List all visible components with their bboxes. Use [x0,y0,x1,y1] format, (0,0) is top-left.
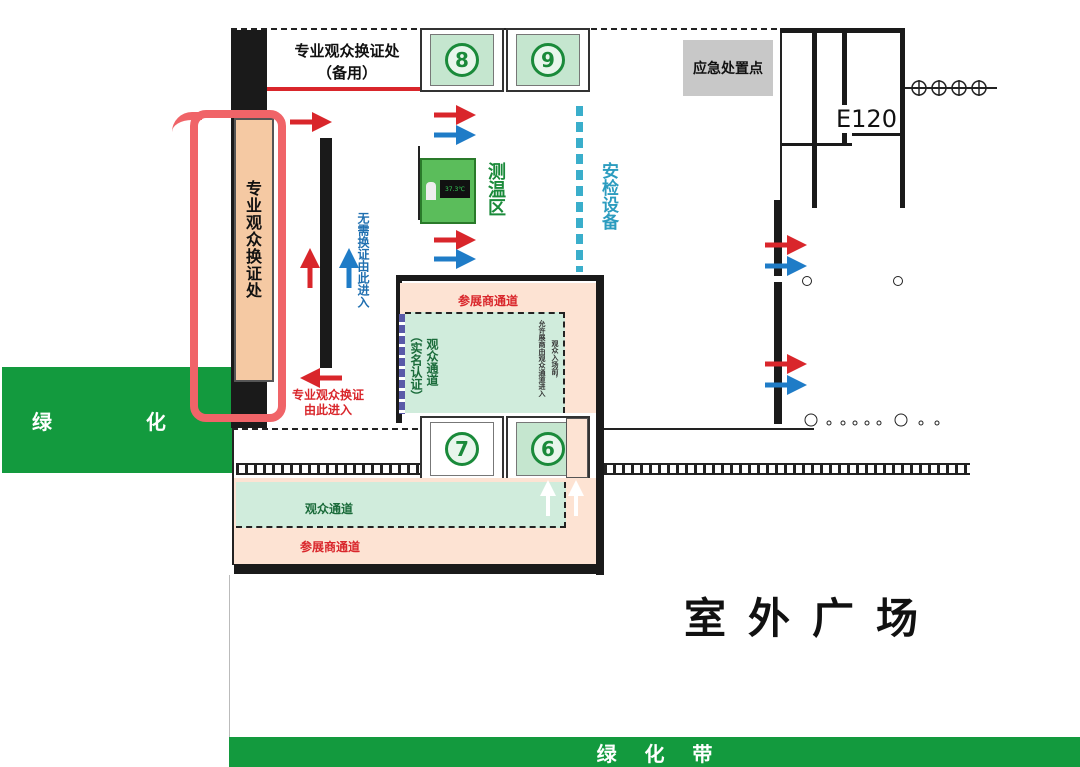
gate-9-inner: 9 [516,34,580,86]
corridor-divider [320,138,332,368]
e120-label: E120 [834,105,899,133]
gate-7-inner: 7 [430,422,494,476]
exhibitor-channel-top-label: 参展商通道 [458,294,519,308]
e120-hline [782,143,852,146]
temp-screen: 37.3℃ [440,180,470,198]
audience-before-note: 观众入场前， [551,340,559,382]
audience-channel-bottom-label: 观众通道 [305,502,354,516]
backup-exchange-label: 专业观众换证处 （备用） [272,40,422,84]
backup-exchange-line [267,87,422,91]
exhibitor-channel-bottom-label: 参展商通道 [300,540,361,554]
pro-exchange-entry-line2: 由此进入 [303,403,352,417]
marker-circle-1 [802,276,812,286]
bottom-wall [234,564,604,574]
person-icon [426,182,436,200]
temperature-device: 37.3℃ [420,158,476,224]
white-arrows [540,480,584,516]
gate-9[interactable]: 9 [506,28,590,92]
rail-top-line-right [604,428,814,430]
fence-symbol [905,78,997,98]
rail-right [604,463,970,475]
pro-exchange-building: 专业观众换证处 [234,118,274,382]
highlight-frame-tail [172,112,202,136]
security-dash-line [576,106,583,272]
pro-exchange-main-label: 专业观众换证处 [243,180,262,299]
gate-8[interactable]: 8 [420,28,504,92]
green-belt-bottom-label: 绿 化 带 [596,741,713,766]
temperature-zone-label: 测温区 [485,162,506,216]
exhibitor-side-lane [566,418,588,478]
e120-divider-1 [812,33,817,143]
backup-exchange-line2: （备用） [316,64,377,82]
audience-channel-lower [236,482,566,528]
pro-exchange-entry-label: 专业观众换证 由此进入 [290,388,366,418]
outdoor-plaza-label: 室外广场 [684,594,941,643]
rail-left [236,463,420,475]
bottom-left-wall [232,430,234,565]
e120-divider-2 [842,33,847,143]
real-name-auth-label: （实名认证） [409,330,423,402]
marker-circle-2 [893,276,903,286]
audience-channel-inner [405,312,565,413]
e120-building: E120 [780,33,902,208]
security-equipment-label: 安检设备 [598,162,618,230]
top-wall-right [780,28,905,33]
emergency-point: 应急处置点 [683,40,773,96]
gate-6-number: 6 [531,432,565,466]
highlight-frame [190,110,286,422]
e120-hline-2 [852,133,902,136]
purple-dash-line [399,314,405,414]
temp-flag [418,146,420,220]
green-belt-bottom: 绿 化 带 [229,737,1080,767]
audience-channel-inner-label: 观众通道 [425,338,439,386]
gate-7-number: 7 [445,432,479,466]
temp-screen-text: 37.3℃ [444,185,466,193]
marker-circles-row [803,412,943,427]
e120-stub [812,146,817,208]
rail-top-line [232,428,422,430]
right-barrier-lower [774,282,782,424]
backup-exchange-line1: 专业观众换证处 [294,42,400,60]
gate-8-inner: 8 [430,34,494,86]
gate-9-number: 9 [531,43,565,77]
gate-8-number: 8 [445,43,479,77]
circles-row-icon [804,413,940,427]
gate-7[interactable]: 7 [420,416,504,482]
edge-line-left [229,575,230,737]
enclosure-right-wall [596,275,604,575]
right-wall-outer [900,28,905,208]
fence-icon [905,80,997,96]
right-barrier-upper [774,200,782,276]
no-exchange-entry-label: 无需换证由此进入 [356,212,370,308]
allow-exhibitor-note: 允许展商由观众通道进入 [538,320,546,397]
pro-exchange-entry-line1: 专业观众换证 [291,388,364,402]
emergency-point-label: 应急处置点 [693,61,763,77]
